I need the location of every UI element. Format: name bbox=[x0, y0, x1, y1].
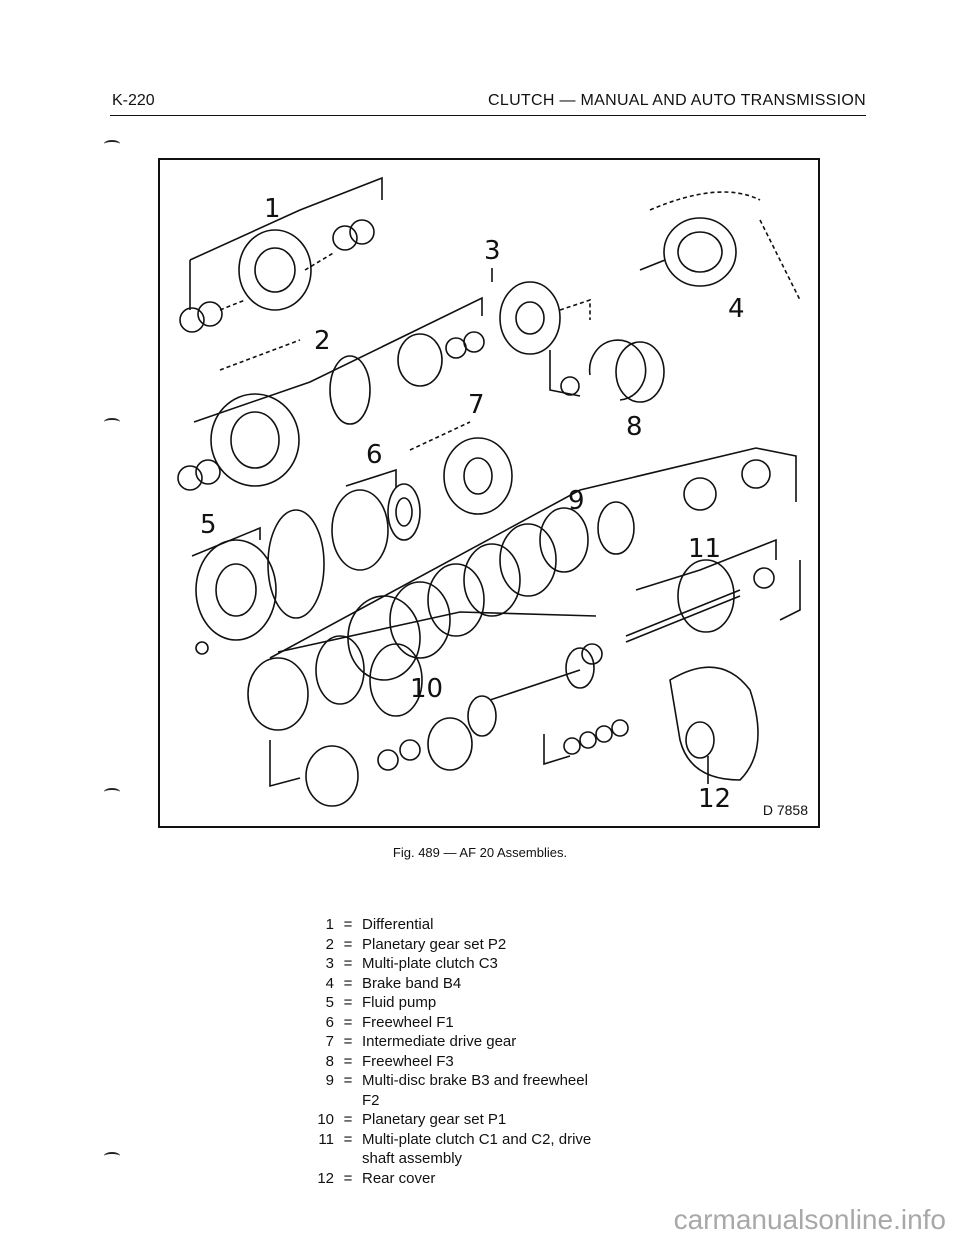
legend-number: 1 bbox=[325, 916, 334, 933]
legend-number: 5 bbox=[325, 994, 334, 1011]
planetary-gear-p2-drawing bbox=[177, 296, 485, 491]
legend-number: 9 bbox=[325, 1072, 334, 1089]
legend-equals bbox=[334, 1091, 362, 1111]
callout-1: 1 bbox=[264, 194, 281, 224]
legend-text: Planetary gear set P2 bbox=[362, 935, 507, 953]
legend-number: 2 bbox=[325, 935, 334, 953]
callout-3: 3 bbox=[484, 236, 501, 266]
legend-equals: = bbox=[343, 994, 353, 1011]
callout-12: 12 bbox=[698, 784, 732, 814]
legend-number: 6 bbox=[325, 1013, 334, 1031]
legend-text: Fluid pump bbox=[362, 994, 437, 1011]
page-number: K-220 bbox=[112, 92, 155, 109]
callout-5: 5 bbox=[200, 510, 217, 540]
legend-item: 10 = Planetary gear set P1 bbox=[308, 1110, 728, 1130]
legend-equals: = bbox=[343, 1013, 353, 1031]
brake-band-b4-drawing bbox=[639, 191, 801, 301]
header-rule bbox=[110, 115, 866, 116]
legend-item: 9 = Multi-disc brake B3 and freewheel bbox=[308, 1071, 728, 1091]
legend-item: 8 = Freewheel F3 bbox=[308, 1052, 728, 1072]
page-header: K-220 CLUTCH — MANUAL AND AUTO TRANSMISS… bbox=[110, 92, 866, 118]
legend-item: 1 = Differential bbox=[308, 915, 728, 935]
legend-text: Differential bbox=[362, 916, 434, 933]
callout-10: 10 bbox=[410, 674, 444, 704]
callout-6: 6 bbox=[366, 440, 383, 470]
planetary-gear-p1-drawing bbox=[247, 611, 603, 807]
callout-4: 4 bbox=[728, 294, 745, 324]
legend-number: 4 bbox=[325, 974, 334, 992]
legend-number: 3 bbox=[325, 955, 334, 972]
legend-equals: = bbox=[343, 1169, 353, 1187]
callout-9: 9 bbox=[568, 486, 585, 516]
legend-text: Freewheel F3 bbox=[362, 1052, 454, 1070]
legend-item: shaft assembly bbox=[308, 1149, 728, 1169]
freewheel-f1-drawing bbox=[331, 468, 421, 571]
intermediate-gear-drawing bbox=[409, 421, 513, 515]
exploded-view-figure: 1 2 3 4 5 6 7 8 9 10 11 12 D 7858 bbox=[158, 158, 820, 828]
callout-11: 11 bbox=[688, 534, 722, 564]
legend-item: 11 = Multi-plate clutch C1 and C2, drive bbox=[308, 1130, 728, 1150]
parts-legend: 1 = Differential 2 = Planetary gear set P2 3 = M… bbox=[308, 915, 728, 1188]
legend-number: 10 bbox=[317, 1111, 334, 1128]
legend-equals: = bbox=[343, 955, 353, 972]
legend-item: 2 = Planetary gear set P2 bbox=[308, 935, 728, 955]
rear-cover-drawing bbox=[543, 666, 759, 784]
drawing-code: D 7858 bbox=[762, 802, 808, 818]
drive-shaft-drawing bbox=[625, 538, 801, 643]
differential-drawing bbox=[179, 176, 383, 333]
legend-item: 6 = Freewheel F1 bbox=[308, 1013, 728, 1033]
legend-item: 4 = Brake band B4 bbox=[308, 974, 728, 994]
margin-mark bbox=[104, 140, 120, 148]
callout-7: 7 bbox=[468, 390, 485, 420]
legend-equals: = bbox=[343, 974, 353, 992]
legend-text: Rear cover bbox=[362, 1169, 436, 1187]
legend-equals: = bbox=[343, 1052, 353, 1070]
freewheel-f3-drawing bbox=[549, 339, 665, 403]
multi-disc-brake-drawing bbox=[269, 447, 797, 681]
legend-number bbox=[308, 1149, 334, 1169]
callout-2: 2 bbox=[314, 326, 331, 356]
legend-text: Freewheel F1 bbox=[362, 1013, 454, 1031]
legend-item: 12 = Rear cover bbox=[308, 1169, 728, 1189]
legend-equals bbox=[334, 1149, 362, 1169]
legend-number bbox=[308, 1091, 334, 1111]
legend-item: 3 = Multi-plate clutch C3 bbox=[308, 954, 728, 974]
legend-text: shaft assembly bbox=[362, 1150, 463, 1167]
legend-number: 11 bbox=[318, 1130, 334, 1148]
legend-equals: = bbox=[343, 1130, 353, 1148]
legend-item: 7 = Intermediate drive gear bbox=[308, 1032, 728, 1052]
legend-text: F2 bbox=[362, 1091, 380, 1109]
margin-mark bbox=[104, 1152, 120, 1160]
callout-8: 8 bbox=[626, 412, 643, 442]
clutch-c3-drawing bbox=[491, 268, 591, 355]
legend-equals: = bbox=[343, 1072, 353, 1089]
legend-equals: = bbox=[343, 1033, 353, 1050]
legend-number: 8 bbox=[325, 1052, 334, 1070]
margin-mark bbox=[104, 418, 120, 426]
legend-equals: = bbox=[343, 1111, 353, 1128]
legend-item: F2 bbox=[308, 1091, 728, 1111]
fluid-pump-drawing bbox=[191, 509, 325, 655]
margin-mark bbox=[104, 788, 120, 796]
chapter-title: CLUTCH — MANUAL AND AUTO TRANSMISSION bbox=[488, 92, 866, 109]
legend-number: 7 bbox=[325, 1033, 334, 1050]
legend-text: Multi-plate clutch C3 bbox=[362, 955, 498, 972]
legend-equals: = bbox=[343, 916, 353, 933]
figure-caption: Fig. 489 — AF 20 Assemblies. bbox=[392, 845, 568, 860]
legend-text: Intermediate drive gear bbox=[362, 1033, 517, 1050]
legend-number: 12 bbox=[317, 1169, 334, 1187]
legend-equals: = bbox=[343, 935, 353, 953]
legend-text: Multi-plate clutch C1 and C2, drive bbox=[362, 1130, 592, 1148]
legend-text: Brake band B4 bbox=[362, 974, 462, 992]
legend-item: 5 = Fluid pump bbox=[308, 993, 728, 1013]
legend-text: Multi-disc brake B3 and freewheel bbox=[362, 1072, 588, 1089]
exploded-view-drawing bbox=[177, 176, 801, 807]
legend-text: Planetary gear set P1 bbox=[362, 1111, 507, 1128]
watermark: carmanualsonline.info bbox=[673, 1204, 946, 1235]
